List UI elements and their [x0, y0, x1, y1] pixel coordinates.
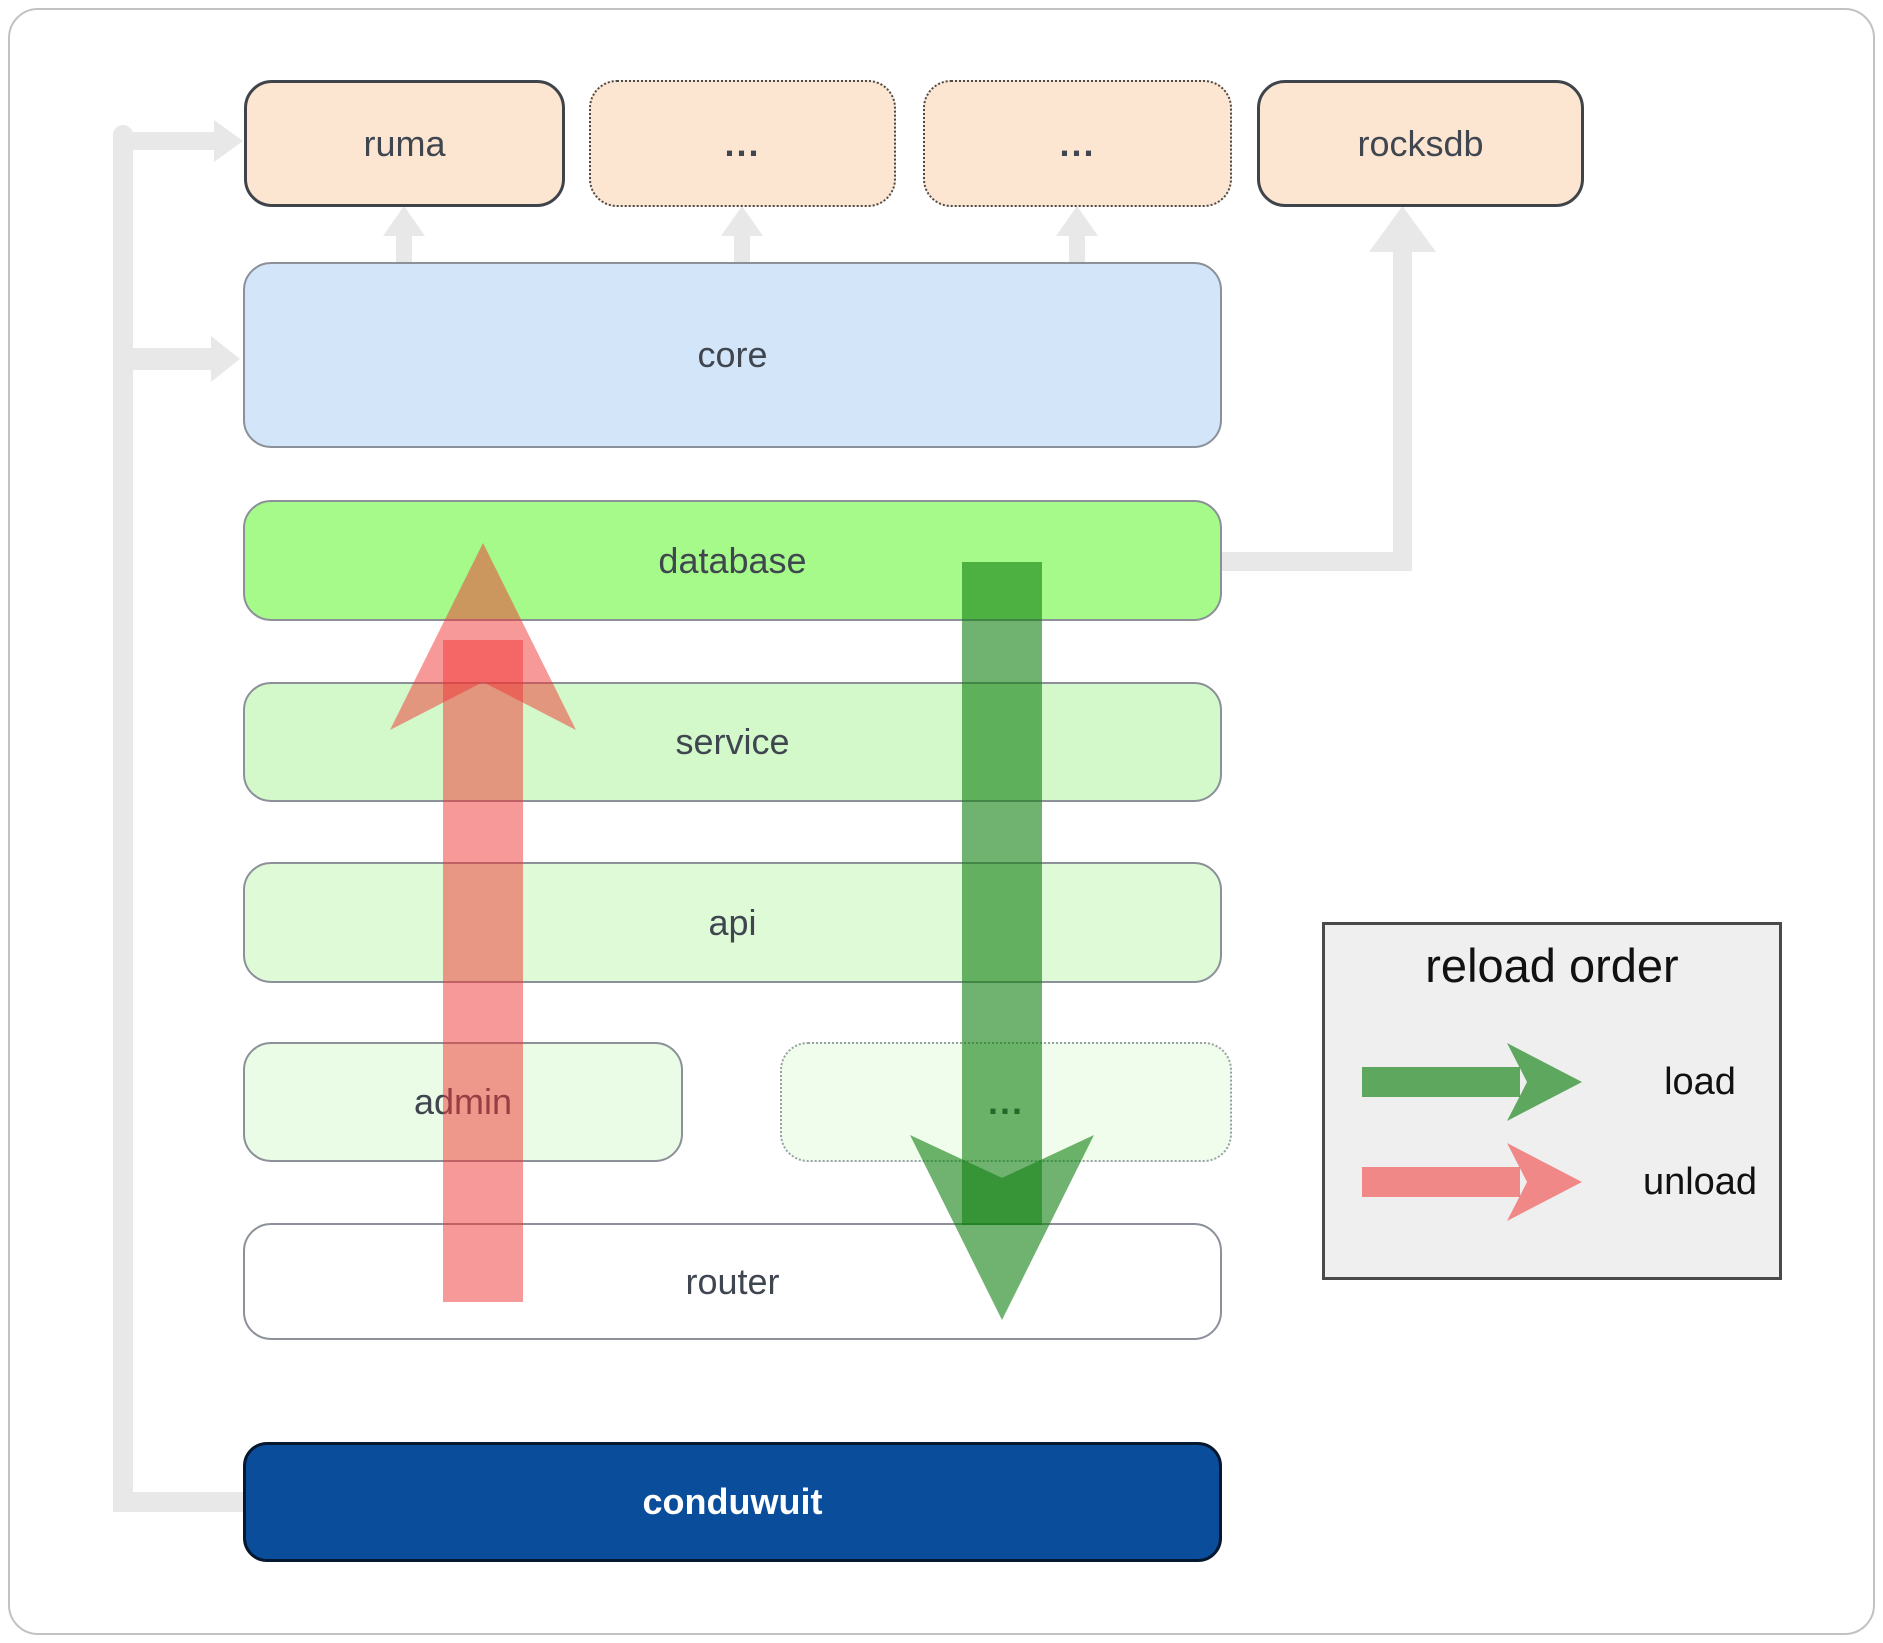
connector-core-to-dots1-line: [734, 234, 750, 262]
node-router-label: router: [685, 1260, 780, 1302]
connector-trunk-line: [113, 125, 133, 1512]
connector-core-to-ruma-line: [396, 234, 412, 262]
node-ruma: ruma: [244, 80, 565, 207]
node-api-label: api: [708, 901, 757, 943]
frame-border: [8, 8, 1875, 1635]
node-dots-top-2-label: ...: [1059, 122, 1096, 164]
arrowhead-into-rocksdb-icon: [1369, 206, 1436, 252]
legend-unload-arrow-shaft: [1362, 1167, 1520, 1197]
node-dots-top-2: ...: [923, 80, 1232, 207]
connector-conduwuit-bar: [113, 1492, 243, 1512]
legend-load-arrow-shaft: [1362, 1067, 1520, 1097]
node-rocksdb-label: rocksdb: [1357, 122, 1484, 164]
node-conduwuit-label: conduwuit: [642, 1481, 823, 1522]
node-dots-top-1-label: ...: [724, 122, 761, 164]
connector-database-to-rocksdb-vertical: [1393, 252, 1412, 571]
node-core-label: core: [697, 334, 768, 375]
arrowhead-up-dots1-icon: [721, 206, 763, 236]
legend-unload-label: unload: [1642, 1160, 1758, 1203]
node-rocksdb: rocksdb: [1257, 80, 1584, 207]
legend-title: reload order: [1425, 939, 1679, 992]
legend-panel: [1322, 922, 1782, 1280]
node-dots-top-1: ...: [589, 80, 896, 207]
node-api: api: [243, 862, 1222, 983]
unload-arrow-shaft: [443, 640, 523, 1302]
legend-load-label: load: [1664, 1060, 1736, 1103]
node-service-label: service: [675, 721, 790, 762]
connector-core-to-dots2-line: [1069, 234, 1085, 262]
node-database-label: database: [658, 539, 807, 581]
node-conduwuit: conduwuit: [243, 1442, 1222, 1562]
node-router: router: [243, 1223, 1222, 1340]
connector-to-ruma-line: [133, 132, 215, 150]
arrowhead-into-ruma-icon: [214, 120, 243, 162]
connector-to-core-line: [133, 348, 212, 370]
node-core: core: [243, 262, 1222, 448]
node-database: database: [243, 500, 1222, 621]
arrowhead-up-ruma-icon: [383, 206, 425, 236]
load-arrow-shaft: [962, 562, 1042, 1225]
arrowhead-up-dots2-icon: [1056, 206, 1098, 236]
arrowhead-into-core-icon: [211, 336, 240, 382]
node-ruma-label: ruma: [363, 122, 446, 164]
node-service: service: [243, 682, 1222, 802]
connector-database-to-rocksdb-horizontal: [1222, 552, 1412, 571]
